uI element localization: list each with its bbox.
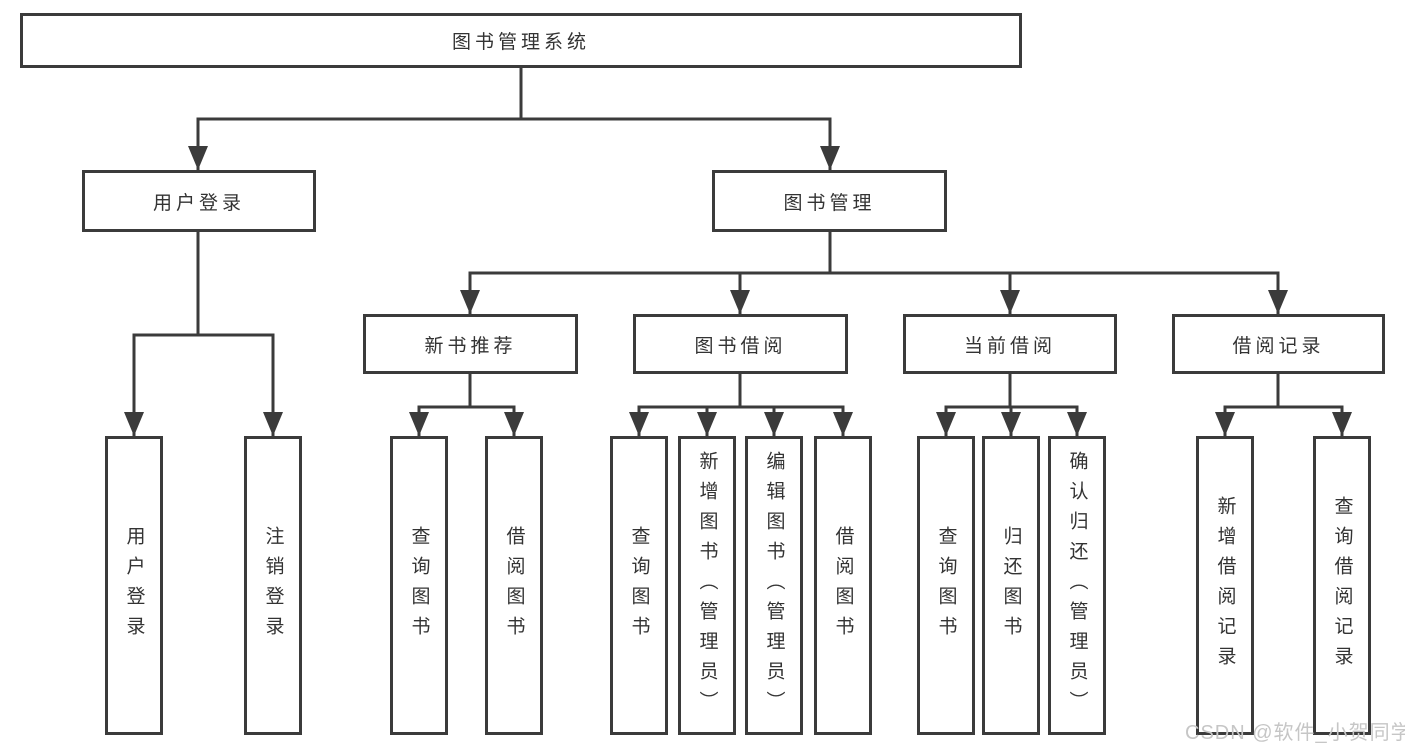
node-label: 借阅记录	[1232, 335, 1325, 357]
connector-root-to-level2	[188, 66, 840, 172]
leaf-borrow-books-recommendation: 借阅图书	[485, 436, 543, 735]
leaf-query-books-recommendation: 查询图书	[390, 436, 448, 735]
node-label: 查询图书	[628, 525, 650, 646]
connector-borrowing-records-branch	[1215, 372, 1352, 438]
connector-book-borrowing-branch	[629, 372, 853, 438]
node-label: 查询图书	[935, 525, 957, 646]
node-label: 归还图书	[1000, 525, 1022, 646]
node-label: 查询借阅记录	[1331, 495, 1353, 676]
node-label: 图书管理	[783, 192, 876, 214]
node-label: 确认归还（管理员）	[1066, 450, 1088, 721]
leaf-add-borrowing-record: 新增借阅记录	[1196, 436, 1254, 735]
node-label: 借阅图书	[503, 525, 525, 646]
node-label: 图书管理系统	[451, 32, 590, 53]
leaf-confirm-return-admin: 确认归还（管理员）	[1048, 436, 1106, 735]
csdn-watermark: CSDN @软件_小贺同学	[1185, 722, 1405, 744]
leaf-query-borrowing-record: 查询借阅记录	[1313, 436, 1371, 735]
node-book-borrowing: 图书借阅	[633, 314, 848, 374]
node-borrowing-records: 借阅记录	[1172, 314, 1385, 374]
connector-current-borrowing-branch	[936, 372, 1087, 438]
node-new-book-recommendation: 新书推荐	[363, 314, 578, 374]
leaf-query-books-borrowing: 查询图书	[610, 436, 668, 735]
node-current-borrowing: 当前借阅	[903, 314, 1117, 374]
leaf-edit-books-admin: 编辑图书（管理员）	[745, 436, 803, 735]
leaf-borrow-books-borrowing: 借阅图书	[814, 436, 872, 735]
node-label: 编辑图书（管理员）	[763, 450, 785, 721]
node-library-management-system: 图书管理系统	[20, 13, 1022, 68]
leaf-query-books-current: 查询图书	[917, 436, 975, 735]
node-user-login: 用户登录	[82, 170, 316, 232]
node-label: 新书推荐	[424, 335, 517, 357]
leaf-add-books-admin: 新增图书（管理员）	[678, 436, 736, 735]
leaf-user-login: 用户登录	[105, 436, 163, 735]
node-label: 当前借阅	[963, 335, 1056, 357]
node-label: 图书借阅	[694, 335, 787, 357]
connector-new-book-recommendation-branch	[409, 372, 524, 438]
leaf-logout: 注销登录	[244, 436, 302, 735]
node-label: 新增借阅记录	[1214, 495, 1236, 676]
node-label: 注销登录	[262, 525, 284, 646]
connector-book-management-branch	[460, 230, 1288, 316]
connector-user-login-branch	[124, 230, 283, 438]
node-label: 新增图书（管理员）	[696, 450, 718, 721]
node-label: 查询图书	[408, 525, 430, 646]
leaf-return-books: 归还图书	[982, 436, 1040, 735]
node-label: 用户登录	[152, 192, 245, 214]
node-label: 借阅图书	[832, 525, 854, 646]
node-book-management: 图书管理	[712, 170, 947, 232]
node-label: 用户登录	[123, 525, 145, 646]
